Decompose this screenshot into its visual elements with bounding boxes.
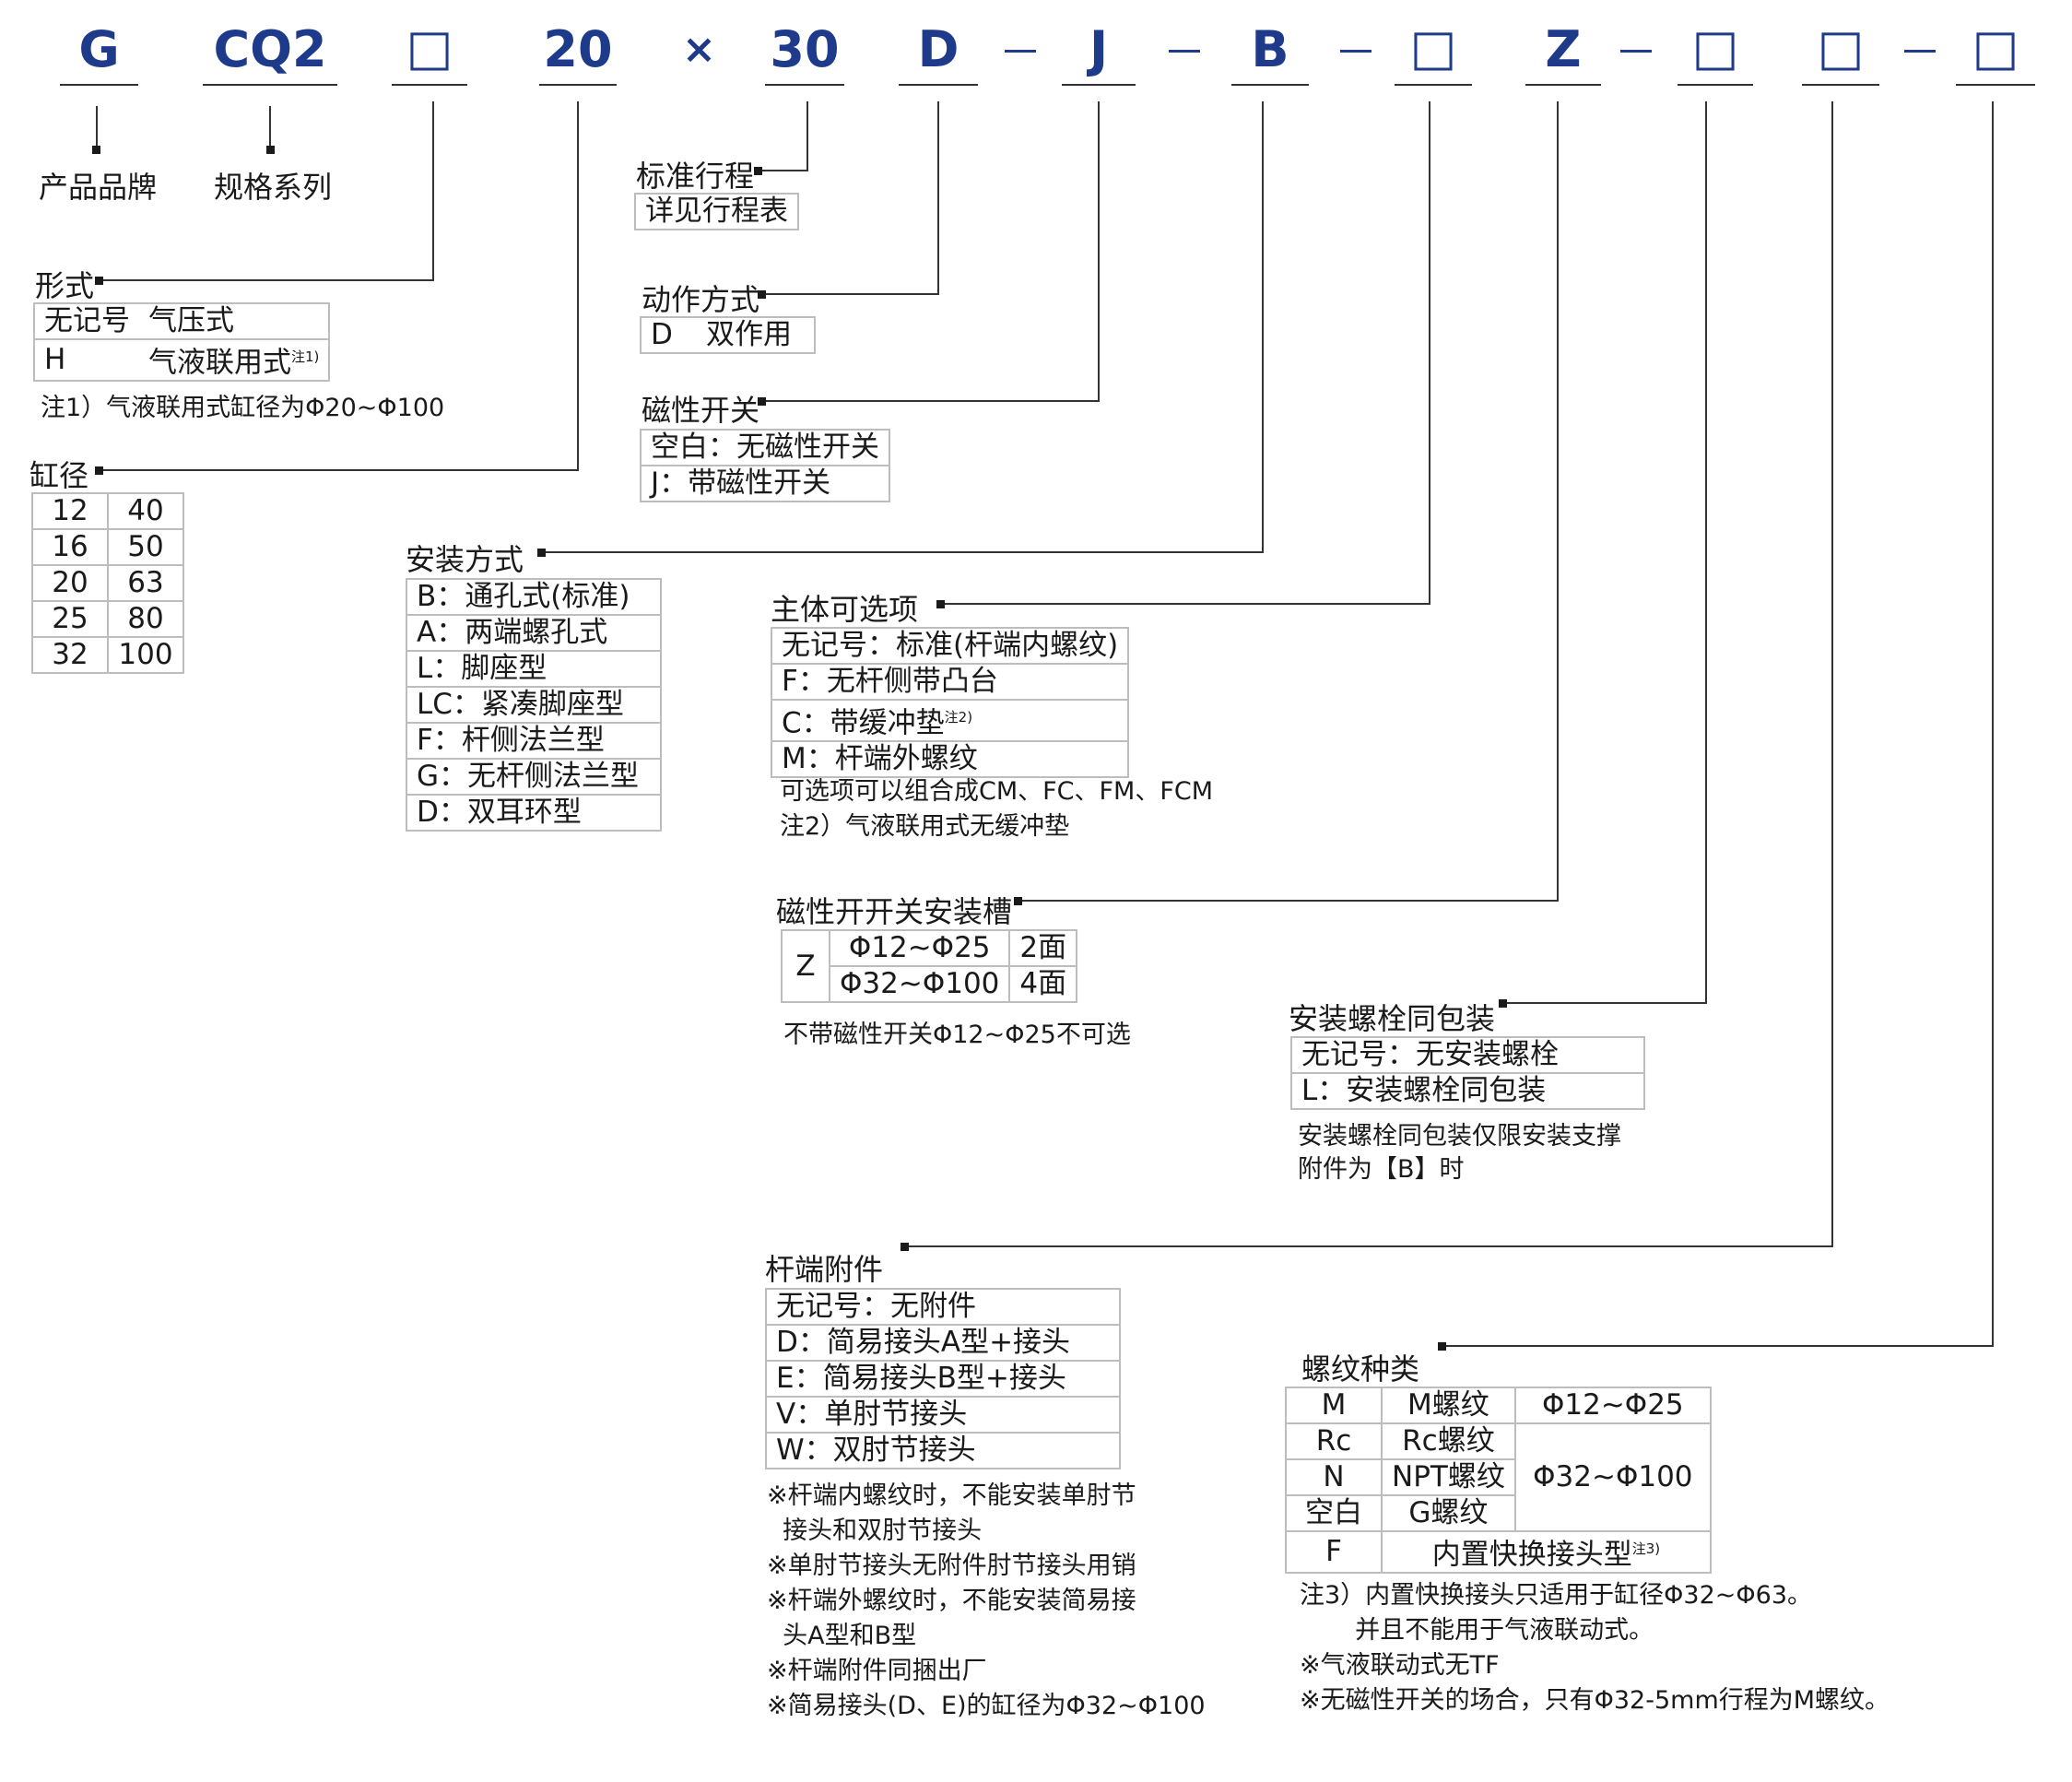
body-option-note-1: 可选项可以组合成CM、FC、FM、FCM [780, 777, 1214, 806]
table-row: V：单肘节接头 [765, 1396, 1121, 1434]
code-series: CQ2 [213, 20, 327, 78]
code-thread: □ [1972, 18, 2019, 77]
stroke-title: 标准行程 [636, 159, 755, 194]
code-rod-end: □ [1817, 18, 1865, 77]
switch-slot-note: 不带磁性开关Φ12~Φ25不可选 [783, 1021, 1131, 1049]
table-row: F：无杆侧带凸台 [770, 663, 1130, 701]
code-action: D [917, 20, 959, 78]
code-magnetic: J [1089, 20, 1109, 78]
table-row: A：两端螺孔式 [406, 614, 662, 652]
code-stroke: 30 [770, 20, 840, 78]
thread-note-4: ※无磁性开关的场合，只有Φ32-5mm行程为M螺纹。 [1300, 1686, 1890, 1715]
table-row: W：双肘节接头 [765, 1432, 1121, 1469]
magnetic-table: 空白：无磁性开关 J：带磁性开关 [640, 429, 890, 502]
rod-end-note-2: 接头和双肘节接头 [767, 1516, 983, 1545]
table-row: L：脚座型 [406, 650, 662, 688]
code-brand: G [78, 20, 120, 78]
table-row: E：简易接头B型+接头 [765, 1360, 1121, 1398]
rod-end-note-4: ※杆端外螺纹时，不能安装简易接 [767, 1587, 1136, 1615]
rod-end-note-6: ※杆端附件同捆出厂 [767, 1657, 987, 1685]
rod-end-table: 无记号：无附件 D：简易接头A型+接头 E：简易接头B型+接头 V：单肘节接头 … [765, 1288, 1121, 1469]
code-times: × [682, 26, 716, 73]
body-option-title: 主体可选项 [771, 592, 919, 627]
switch-slot-title: 磁性开开关安装槽 [776, 894, 1013, 929]
bolt-title: 安装螺栓同包装 [1289, 1001, 1496, 1036]
table-row: G：无杆侧法兰型 [406, 758, 662, 796]
thread-note-3: ※气液联动式无TF [1300, 1651, 1500, 1680]
table-row: L：安装螺栓同包装 [1290, 1072, 1645, 1110]
form-note: 注1）气液联用式缸径为Φ20~Φ100 [41, 394, 445, 422]
brand-label: 产品品牌 [39, 170, 158, 205]
table-row: 详见行程表 [634, 193, 799, 230]
thread-title: 螺纹种类 [1301, 1351, 1420, 1387]
table-row: 无记号：标准(杆端内螺纹) [770, 627, 1130, 665]
code-bore: 20 [543, 20, 613, 78]
rod-end-note-7: ※简易接头(D、E)的缸径为Φ32~Φ100 [767, 1692, 1206, 1720]
table-row: J：带磁性开关 [640, 465, 890, 502]
stroke-table: 详见行程表 [634, 193, 799, 230]
rod-end-title: 杆端附件 [765, 1252, 884, 1287]
mount-table: B：通孔式(标准) A：两端螺孔式 L：脚座型 LC：紧凑脚座型 F：杆侧法兰型… [406, 578, 662, 832]
mount-title: 安装方式 [406, 542, 524, 577]
bolt-table: 无记号：无安装螺栓 L：安装螺栓同包装 [1290, 1036, 1645, 1110]
code-switch-slot: Z [1545, 20, 1582, 78]
bolt-note-1: 安装螺栓同包装仅限安装支撑 [1298, 1122, 1621, 1151]
code-body-option: □ [1409, 18, 1457, 77]
rod-end-note-1: ※杆端内螺纹时，不能安装单肘节 [767, 1481, 1136, 1510]
thread-note-2: 并且不能用于气液联动式。 [1300, 1616, 1654, 1645]
code-mount: B [1251, 20, 1289, 78]
table-row: D：双耳环型 [406, 794, 662, 832]
table-row: 无记号：无附件 [765, 1288, 1121, 1326]
rod-end-note-5: 头A型和B型 [767, 1622, 917, 1650]
table-row: 无记号：无安装螺栓 [1290, 1036, 1645, 1074]
table-row: F：杆侧法兰型 [406, 722, 662, 760]
series-label: 规格系列 [214, 170, 333, 205]
code-form: □ [406, 18, 453, 77]
bolt-note-2: 附件为【B】时 [1298, 1155, 1465, 1184]
table-row: D：简易接头A型+接头 [765, 1324, 1121, 1362]
body-option-note-2: 注2）气液联用式无缓冲垫 [780, 812, 1070, 841]
magnetic-title: 磁性开关 [642, 393, 760, 428]
table-row: 无记号气压式 [33, 302, 331, 340]
body-option-table: 无记号：标准(杆端内螺纹) F：无杆侧带凸台 C：带缓冲垫注2) M：杆端外螺纹 [770, 627, 1130, 779]
thread-note-1: 注3）内置快换接头只适用于缸径Φ32~Φ63。 [1300, 1581, 1813, 1610]
table-row: LC：紧凑脚座型 [406, 686, 662, 724]
form-title: 形式 [35, 268, 95, 303]
code-bolt: □ [1691, 18, 1739, 77]
table-row: M：杆端外螺纹 [770, 740, 1130, 779]
rod-end-note-3: ※单肘节接头无附件肘节接头用销 [767, 1552, 1136, 1580]
action-title: 动作方式 [642, 282, 760, 317]
table-row: C：带缓冲垫注2) [770, 698, 1130, 743]
table-row: B：通孔式(标准) [406, 578, 662, 616]
table-row: 空白：无磁性开关 [640, 429, 890, 466]
bore-title: 缸径 [29, 458, 89, 493]
